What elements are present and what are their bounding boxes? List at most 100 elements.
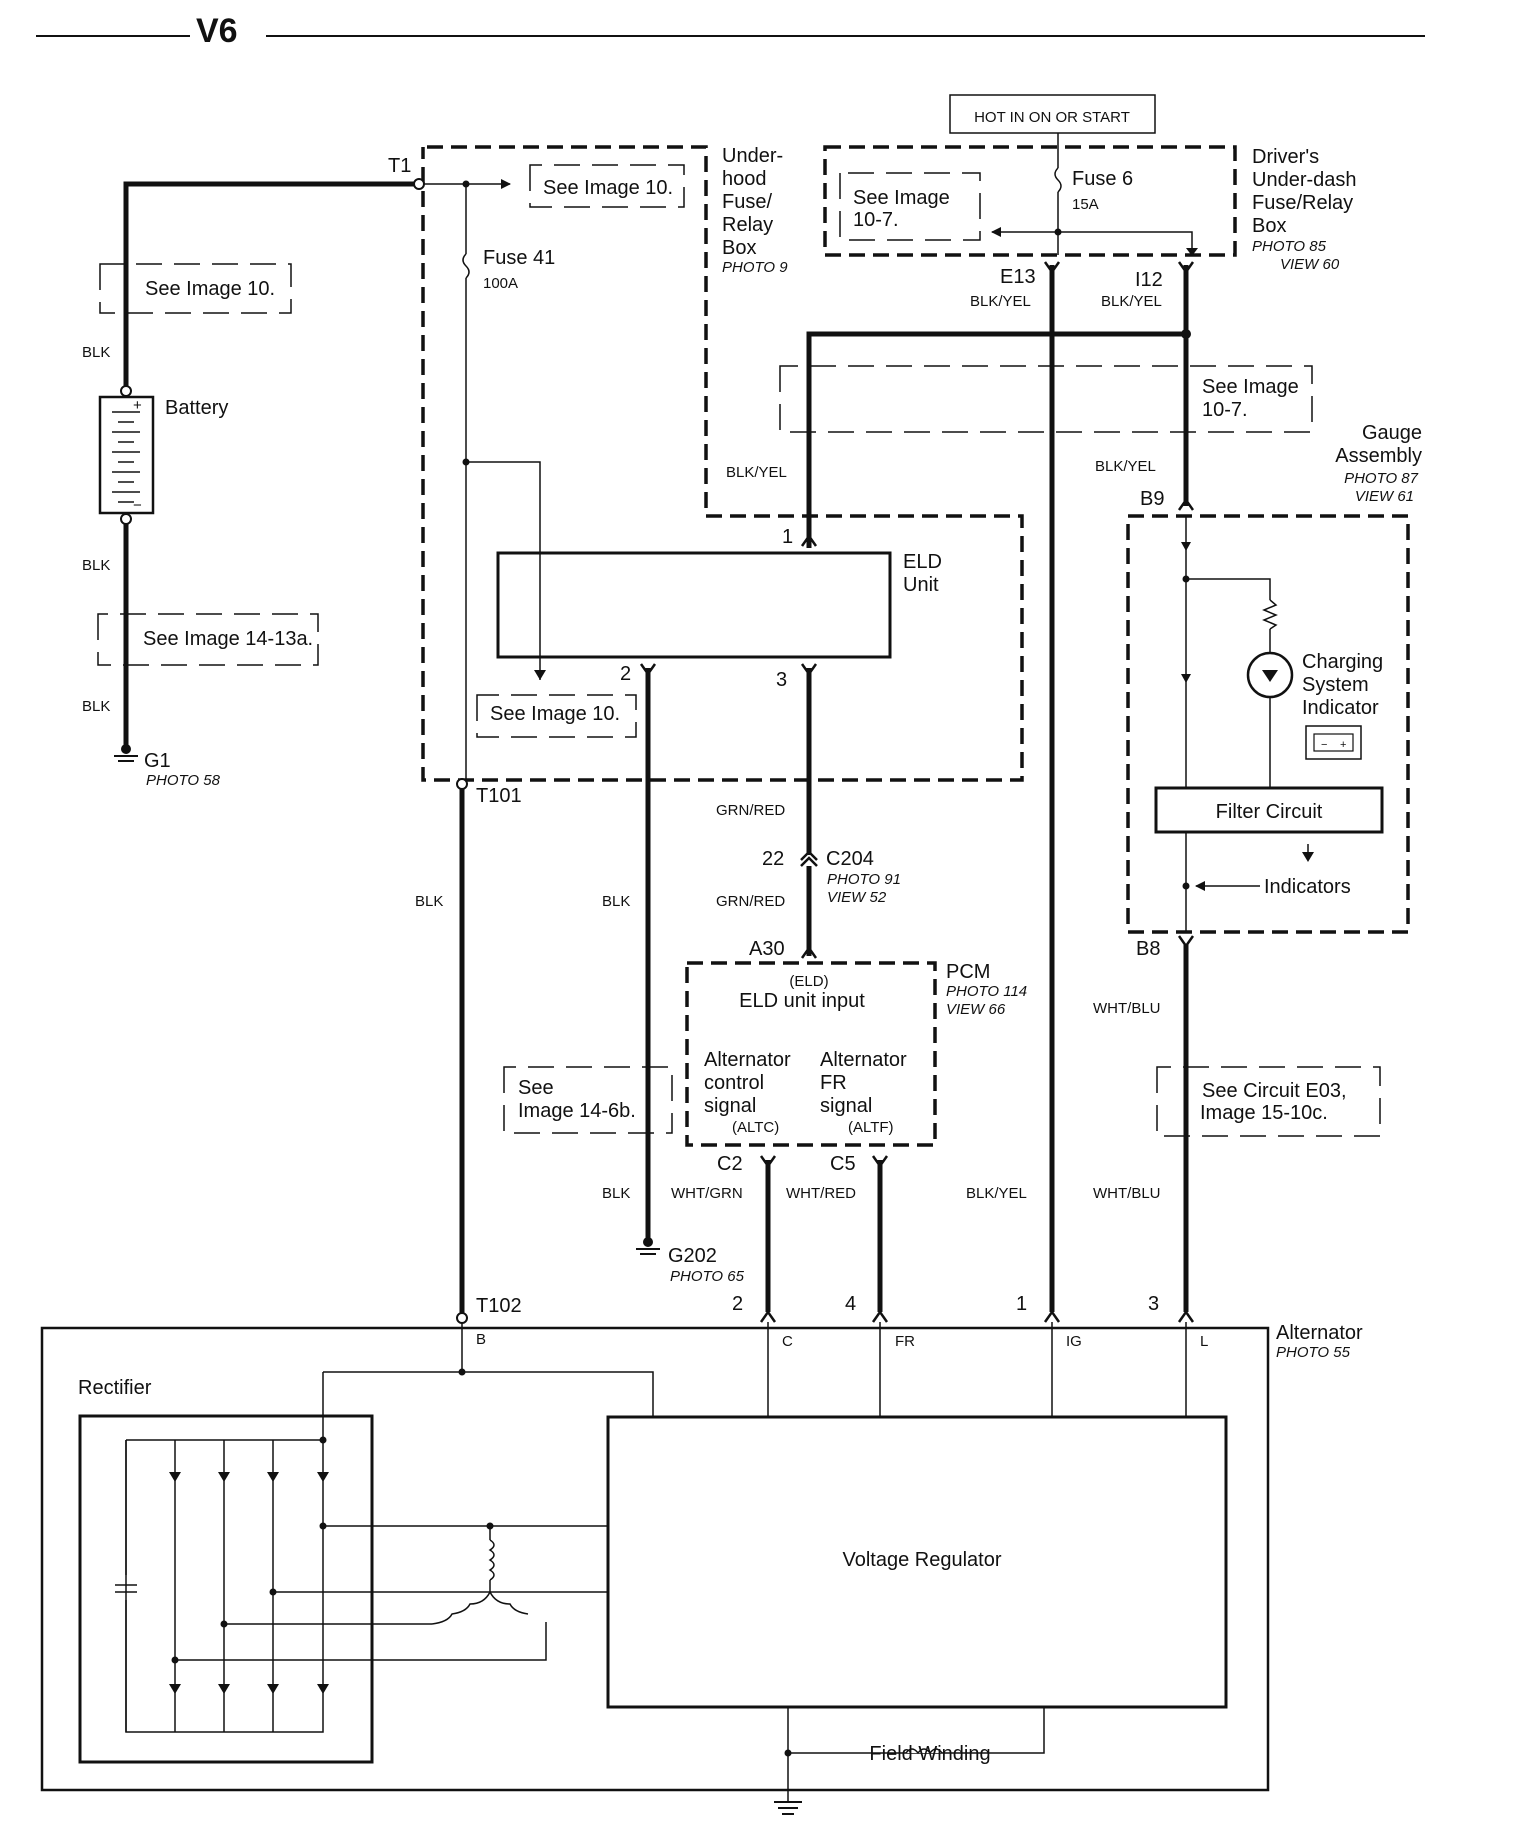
wire-blk-3: BLK — [82, 698, 110, 715]
page-title: V6 — [196, 12, 238, 50]
junction-phase-d — [171, 1656, 179, 1664]
pcm-eld-small: (ELD) — [789, 973, 828, 990]
indicators-label: Indicators — [1264, 876, 1351, 898]
wire-blkyel-i12: BLK/YEL — [1101, 293, 1162, 310]
charging-label-1: Charging — [1302, 651, 1383, 673]
field-winding-label: Field Winding — [869, 1743, 990, 1765]
diode-2 — [1181, 674, 1191, 683]
see-ref-14-13a[interactable]: See Image 14-13a. — [143, 628, 313, 650]
alt-term-b: B — [476, 1331, 486, 1348]
g202-label: G202 — [668, 1245, 717, 1267]
see-ref-fuse-line1[interactable]: See Image — [853, 187, 950, 209]
driver-photo: PHOTO 85 — [1252, 238, 1327, 255]
see-ref-circuit-line2[interactable]: Image 15-10c. — [1200, 1102, 1328, 1124]
eld-pin-1: 1 — [782, 526, 793, 548]
charging-lamp-led — [1262, 670, 1278, 682]
pin-i12: I12 — [1135, 269, 1163, 291]
underhood-box-outline — [421, 145, 1024, 782]
see-ref-10-7-line1[interactable]: See Image — [1202, 376, 1299, 398]
arrow-down-ref — [534, 670, 546, 680]
eld-unit-box — [496, 551, 892, 659]
see-ref-14-6b-line2[interactable]: Image 14-6b. — [518, 1100, 636, 1122]
pin-c2: C2 — [717, 1153, 743, 1175]
battery-pos-terminal — [120, 385, 132, 397]
battery-warning-minus: − — [1321, 739, 1327, 751]
t102-label: T102 — [476, 1295, 522, 1317]
altf-label-3: signal — [820, 1095, 872, 1117]
eld-pin2-connector — [639, 663, 657, 677]
see-ref-10-7-line2[interactable]: 10-7. — [1202, 399, 1248, 421]
hot-label-box — [949, 94, 1156, 134]
battery-feed-wire — [123, 181, 418, 391]
eld-pin1-connector — [800, 533, 818, 547]
pin-b9: B9 — [1140, 488, 1164, 510]
alternator-ground-icon — [774, 1801, 802, 1815]
c5-connector — [871, 1155, 889, 1169]
pin-b8: B8 — [1136, 938, 1160, 960]
rectifier-label: Rectifier — [78, 1377, 152, 1399]
battery-warning-inner — [1313, 733, 1354, 752]
alt-term-l: L — [1200, 1333, 1208, 1350]
c2-connector — [759, 1155, 777, 1169]
junction-phase-c — [220, 1620, 228, 1628]
alt-term-ig: IG — [1066, 1333, 1082, 1350]
gauge-box-outline — [1126, 514, 1410, 934]
underhood-label-4: Relay — [722, 214, 773, 236]
see-ref-14-6b-line1[interactable]: See — [518, 1077, 554, 1099]
indicator-feed-wire — [1186, 578, 1271, 600]
see-ref-box-fuse — [839, 172, 981, 241]
gauge-view: VIEW 61 — [1355, 488, 1414, 505]
c204-photo: PHOTO 91 — [827, 871, 901, 888]
pin-a30: A30 — [749, 938, 785, 960]
battery-neg-terminal — [120, 513, 132, 525]
wire-blkyel-bottom: BLK/YEL — [966, 1185, 1027, 1202]
altf-label-2: FR — [820, 1072, 847, 1094]
alternator-internal-wiring — [115, 1322, 1187, 1802]
see-ref-box-top — [529, 164, 685, 208]
alt-pin-3: 3 — [1148, 1293, 1159, 1315]
wire-blk-5: BLK — [602, 893, 630, 910]
b9-connector — [1177, 497, 1195, 511]
altc-label-1: Alternator — [704, 1049, 791, 1071]
g1-photo: PHOTO 58 — [146, 772, 221, 789]
see-ref-box-14-6b — [503, 1066, 673, 1134]
wire-grnred-1: GRN/RED — [716, 802, 785, 819]
altf-code: (ALTF) — [848, 1119, 894, 1136]
see-ref-box-circuit — [1156, 1066, 1381, 1137]
wire-blk-6: BLK — [602, 1185, 630, 1202]
alt-pin1-connector — [1043, 1309, 1061, 1323]
see-ref-mid[interactable]: See Image 10. — [490, 703, 620, 725]
junction-phase-a — [319, 1522, 327, 1530]
junction-stator — [486, 1522, 494, 1530]
gauge-photo: PHOTO 87 — [1344, 470, 1419, 487]
battery-symbol — [98, 395, 155, 515]
wire-whtred: WHT/RED — [786, 1185, 856, 1202]
see-ref-left[interactable]: See Image 10. — [145, 278, 275, 300]
battery-label: Battery — [165, 397, 228, 419]
see-ref-top[interactable]: See Image 10. — [543, 177, 673, 199]
fuse41-rating: 100A — [483, 275, 518, 292]
g202-photo: PHOTO 65 — [670, 1268, 745, 1285]
voltage-regulator-box — [606, 1415, 1228, 1709]
junction-phase-b — [269, 1588, 277, 1596]
eld-label-1: ELD — [903, 551, 942, 573]
alt-term-c: C — [782, 1333, 793, 1350]
pin-e13: E13 — [1000, 266, 1036, 288]
see-ref-circuit-line1[interactable]: See Circuit E03, — [1202, 1080, 1347, 1102]
t102-terminal — [456, 1312, 468, 1324]
alt-pin-1: 1 — [1016, 1293, 1027, 1315]
arrow-i12 — [1186, 248, 1198, 256]
t1-terminal — [413, 178, 425, 190]
wire-blk-2: BLK — [82, 557, 110, 574]
hot-label: HOT IN ON OR START — [974, 109, 1130, 126]
g202-ground-icon — [636, 1237, 660, 1255]
driver-box-outline — [823, 145, 1237, 257]
wire-grnred-2: GRN/RED — [716, 893, 785, 910]
pcm-label: PCM — [946, 961, 990, 983]
t101-terminal — [456, 778, 468, 790]
fuse41-symbol — [462, 253, 470, 279]
alt-pin2-connector — [759, 1309, 777, 1323]
see-ref-fuse-line2[interactable]: 10-7. — [853, 209, 899, 231]
eld-pin-3: 3 — [776, 669, 787, 691]
